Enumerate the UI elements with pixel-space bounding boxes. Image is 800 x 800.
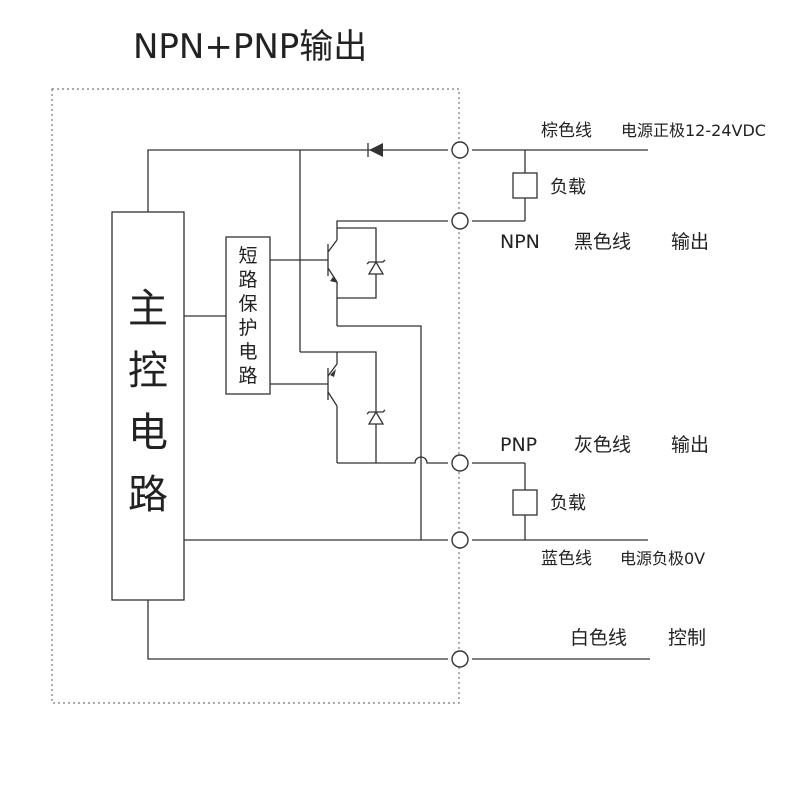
main-block-char-2: 控 [128,348,168,394]
short-circuit-protection-block [225,236,271,395]
white-wire-label: 白色线 [570,627,627,649]
pnp-load [512,463,538,540]
pnp-transistor [270,351,338,463]
main-block-char-4: 路 [128,472,168,518]
pnp-protection-diode [337,351,386,463]
sensor-housing-boundary [51,88,460,704]
blue-wire-label: 蓝色线 [541,549,592,569]
protection-char-6: 路 [238,365,257,387]
terminal-gray [451,454,469,472]
npn-output-wiring [336,220,525,240]
black-wire-desc: 输出 [671,231,709,253]
reverse-polarity-diode [367,143,383,157]
terminal-blue [451,531,469,549]
npn-load-label: 负载 [550,177,586,198]
protection-char-5: 电 [238,341,257,363]
blue-wire-desc: 电源负极0V [620,549,705,568]
npn-type-label: NPN [500,231,540,253]
wire-npn-emitter-to-negative [337,325,422,540]
gray-wire-desc: 输出 [671,434,709,456]
npn-protection-diode [337,227,386,299]
main-block-char-3: 电 [128,410,168,456]
black-wire-label: 黑色线 [574,231,631,253]
gray-wire-label: 灰色线 [574,434,631,456]
protection-char-4: 护 [238,317,257,339]
brown-wire-desc: 电源正极12-24VDC [621,121,766,140]
diagram-title: NPN+PNP输出 [133,27,367,67]
main-block-char-1: 主 [128,286,168,332]
terminal-brown [451,141,469,159]
npn-transistor [270,239,338,326]
terminal-black [451,212,469,230]
pnp-load-label: 负载 [550,493,586,514]
pnp-output-wiring [337,456,525,464]
white-wire-desc: 控制 [668,627,706,649]
protection-char-3: 保 [238,293,257,315]
protection-char-1: 短 [238,245,257,267]
positive-supply-rail [147,149,648,352]
terminal-white [451,650,469,668]
protection-char-2: 路 [238,269,257,291]
npn-load [512,150,538,221]
pnp-type-label: PNP [500,434,537,456]
control-wiring [147,600,650,660]
main-control-block [111,211,185,601]
brown-wire-label: 棕色线 [541,121,592,141]
